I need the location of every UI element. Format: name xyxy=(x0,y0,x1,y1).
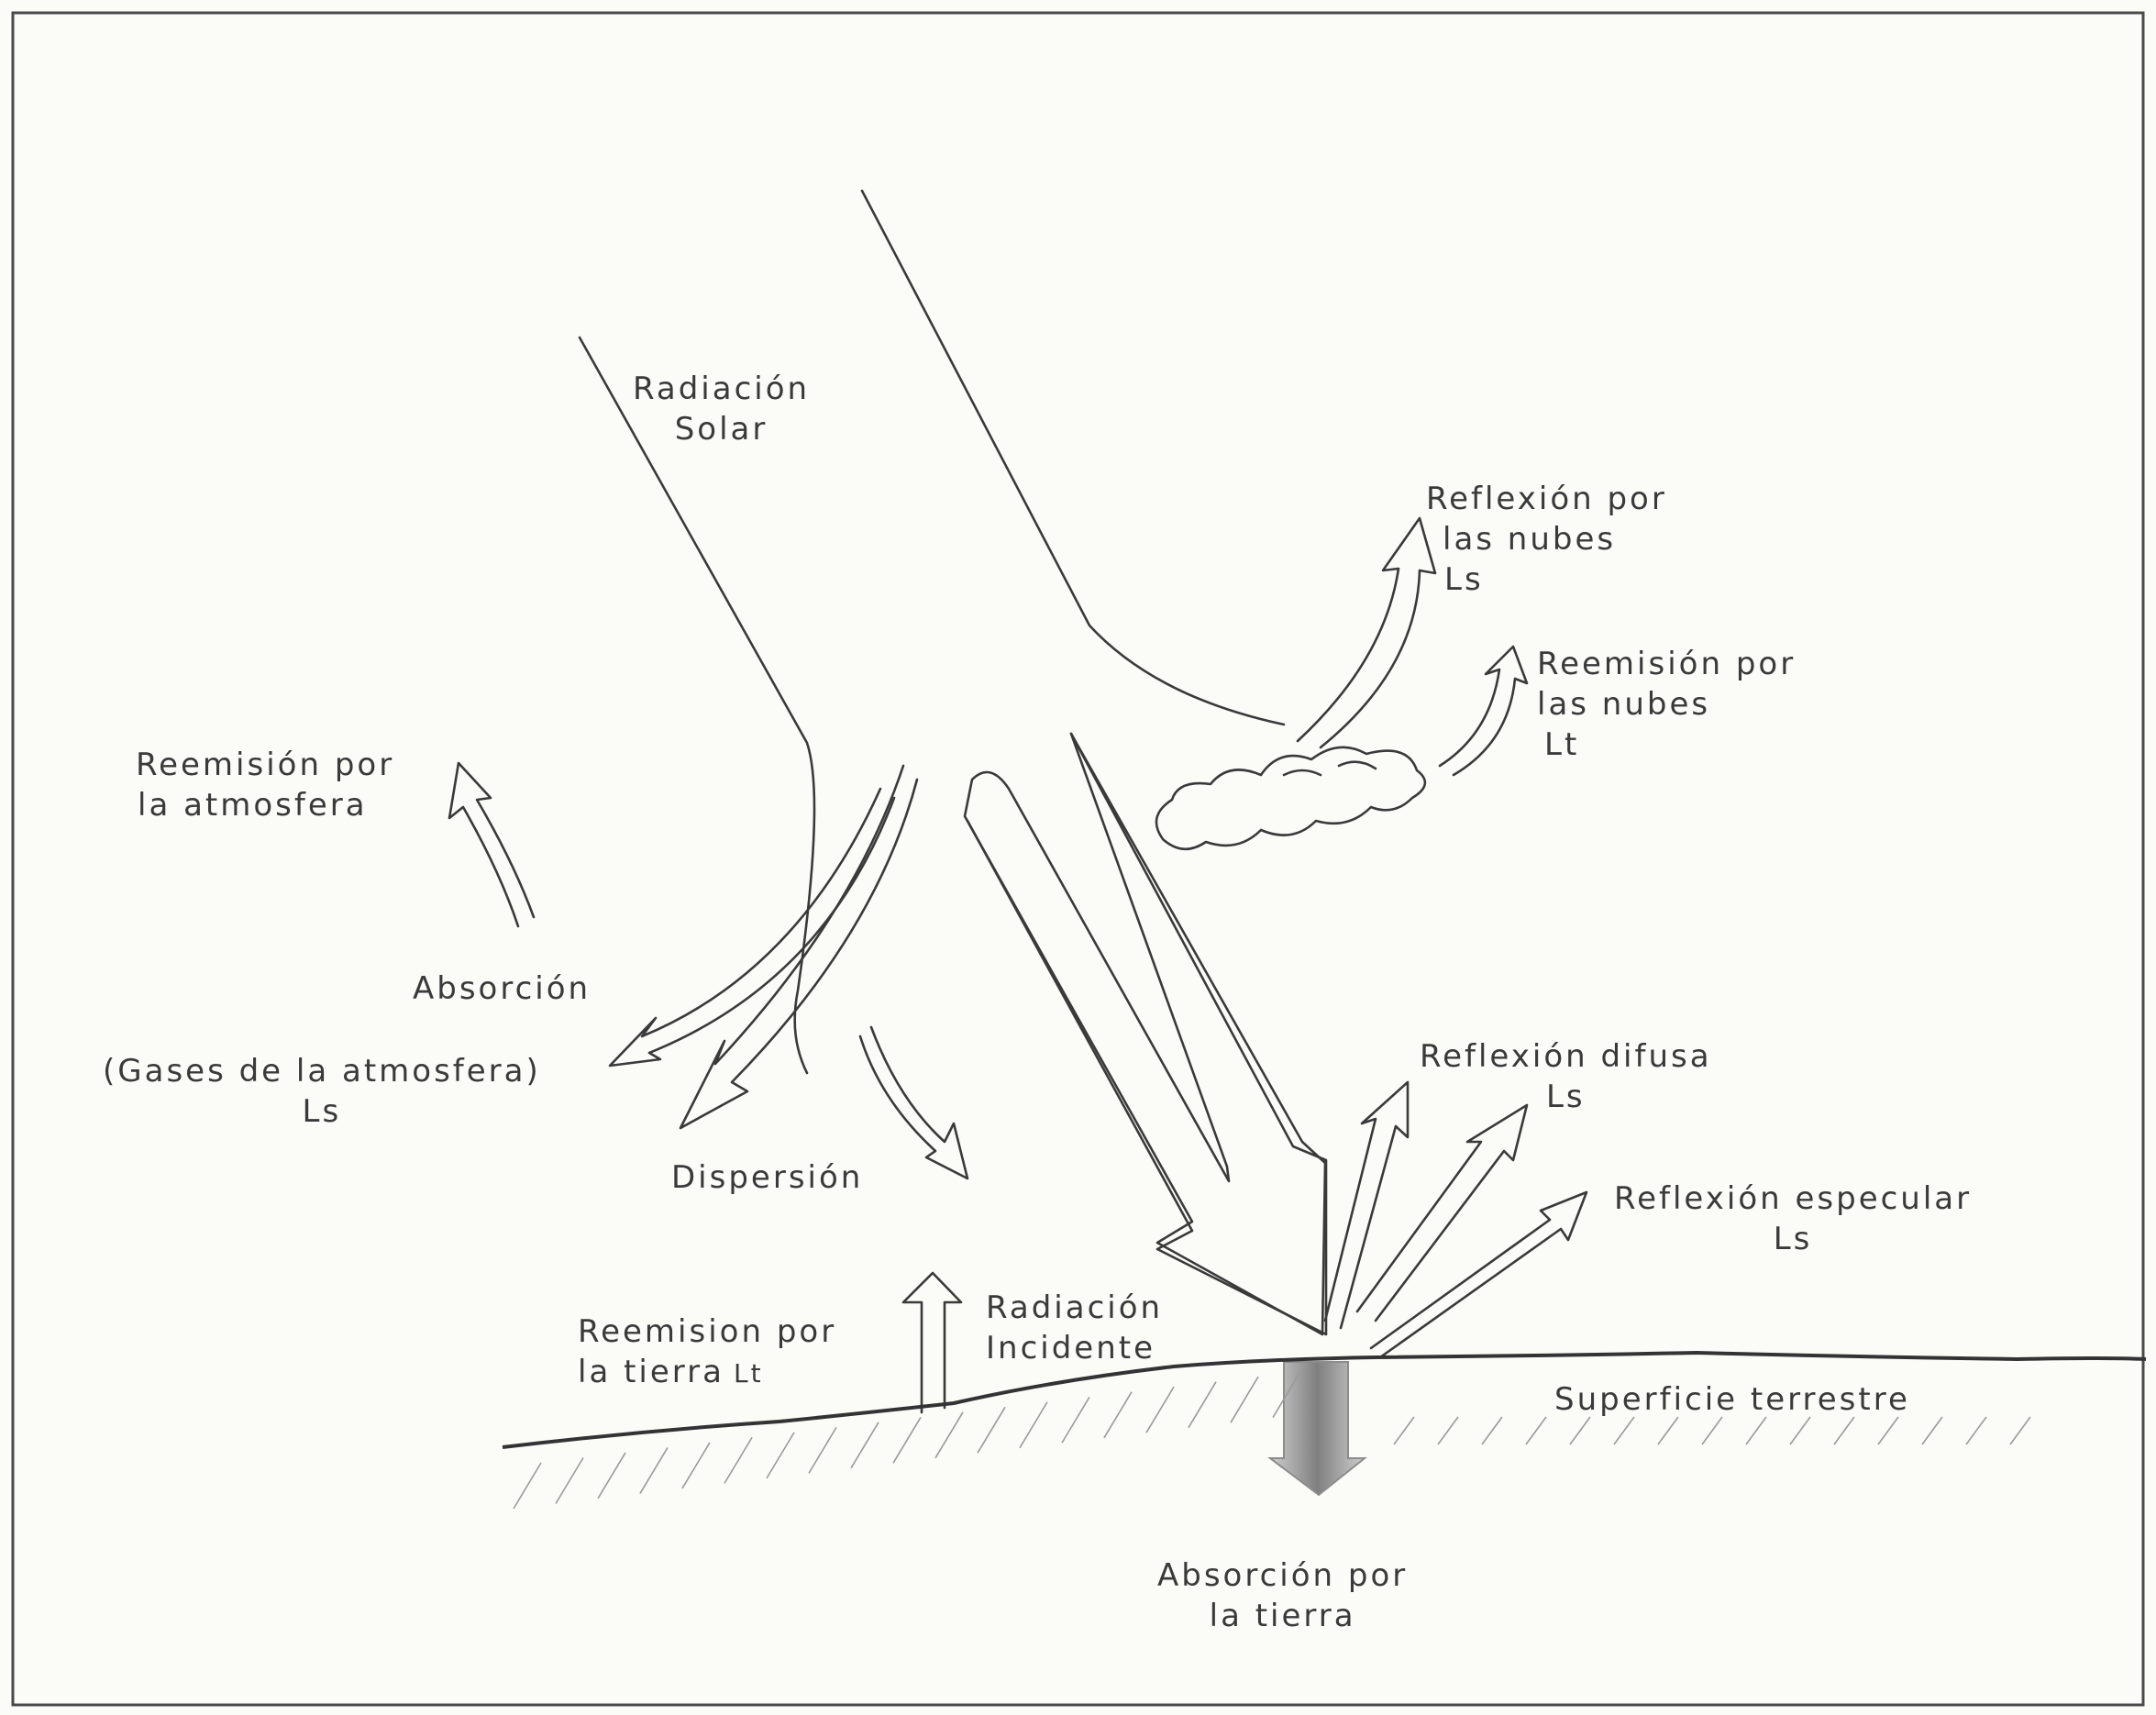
hatch-line xyxy=(1790,1417,1810,1444)
cloud-reflection-arrow xyxy=(1298,518,1435,747)
hatch-line xyxy=(935,1412,963,1458)
hatch-line xyxy=(1020,1402,1047,1448)
hatch-line xyxy=(556,1457,583,1503)
diffuse-reflection-arrow-2 xyxy=(1357,1105,1527,1321)
label-reflexion-especular: Reflexión especular Ls xyxy=(1614,1178,1972,1259)
hatch-line xyxy=(640,1447,668,1493)
dispersion-arrow-right xyxy=(860,1027,967,1178)
label-absorcion: Absorción xyxy=(413,968,591,1009)
hatch-line xyxy=(1922,1417,1942,1444)
hatch-line xyxy=(682,1443,710,1488)
hatch-line xyxy=(1104,1392,1132,1438)
hatch-line xyxy=(2010,1417,2030,1444)
hatch-line xyxy=(598,1453,625,1499)
hatch-line xyxy=(1966,1417,1986,1444)
hatch-line xyxy=(1482,1417,1502,1444)
cloud-shape xyxy=(1156,747,1425,849)
label-reemision-atmosfera: Reemisión por la atmosfera xyxy=(136,745,394,825)
label-reflexion-nubes: Reflexión por las nubes Ls xyxy=(1426,479,1667,600)
diffuse-reflection-arrow-1 xyxy=(1325,1082,1408,1328)
hatch-line xyxy=(978,1407,1005,1453)
hatch-line xyxy=(1570,1417,1590,1444)
label-reflexion-difusa: Reflexión difusa Ls xyxy=(1420,1036,1712,1117)
cloud-detail xyxy=(1284,762,1376,775)
atmosphere-reemission-arrow xyxy=(449,763,534,926)
earth-reemission-arrow xyxy=(903,1273,961,1412)
hatch-line xyxy=(1231,1377,1258,1422)
solar-radiation-right-edge xyxy=(862,191,1284,725)
hatch-line xyxy=(1189,1382,1216,1428)
hatch-line xyxy=(767,1433,794,1478)
hatch-line xyxy=(1394,1417,1414,1444)
dispersion-arrow-left xyxy=(680,766,917,1128)
hatch-line xyxy=(851,1422,879,1468)
hatch-line xyxy=(1702,1417,1722,1444)
hatch-line xyxy=(1526,1417,1546,1444)
hatch-line xyxy=(1878,1417,1898,1444)
hatch-line xyxy=(1834,1417,1854,1444)
cloud-reemission-arrow xyxy=(1440,647,1527,775)
diagram-border xyxy=(13,13,2143,1705)
label-gases-atmosfera: (Gases de la atmosfera) Ls xyxy=(103,1051,541,1132)
hatch-line xyxy=(809,1427,836,1473)
hatch-line xyxy=(1658,1417,1678,1444)
label-superficie-terrestre: Superficie terrestre xyxy=(1554,1379,1910,1420)
hatch-line xyxy=(1062,1397,1089,1443)
incident-radiation-arrow xyxy=(965,734,1325,1334)
hatch-line xyxy=(514,1463,541,1509)
label-radiacion-solar: Radiación Solar xyxy=(633,369,810,449)
hatch-line xyxy=(1438,1417,1458,1444)
label-radiacion-incidente: Radiación Incidente xyxy=(986,1288,1163,1368)
ground-absorption-arrow xyxy=(1270,1362,1365,1495)
label-dispersion: Dispersión xyxy=(671,1157,863,1198)
hatch-line xyxy=(1746,1417,1766,1444)
hatch-line xyxy=(724,1437,752,1483)
label-reemision-nubes: Reemisión por las nubes Lt xyxy=(1537,644,1796,765)
hatch-line xyxy=(1146,1387,1174,1433)
hatch-line xyxy=(893,1417,921,1463)
specular-reflection-arrow xyxy=(1371,1192,1587,1357)
label-absorcion-tierra: Absorción por la tierra xyxy=(1157,1555,1408,1636)
hatch-line xyxy=(1614,1417,1634,1444)
